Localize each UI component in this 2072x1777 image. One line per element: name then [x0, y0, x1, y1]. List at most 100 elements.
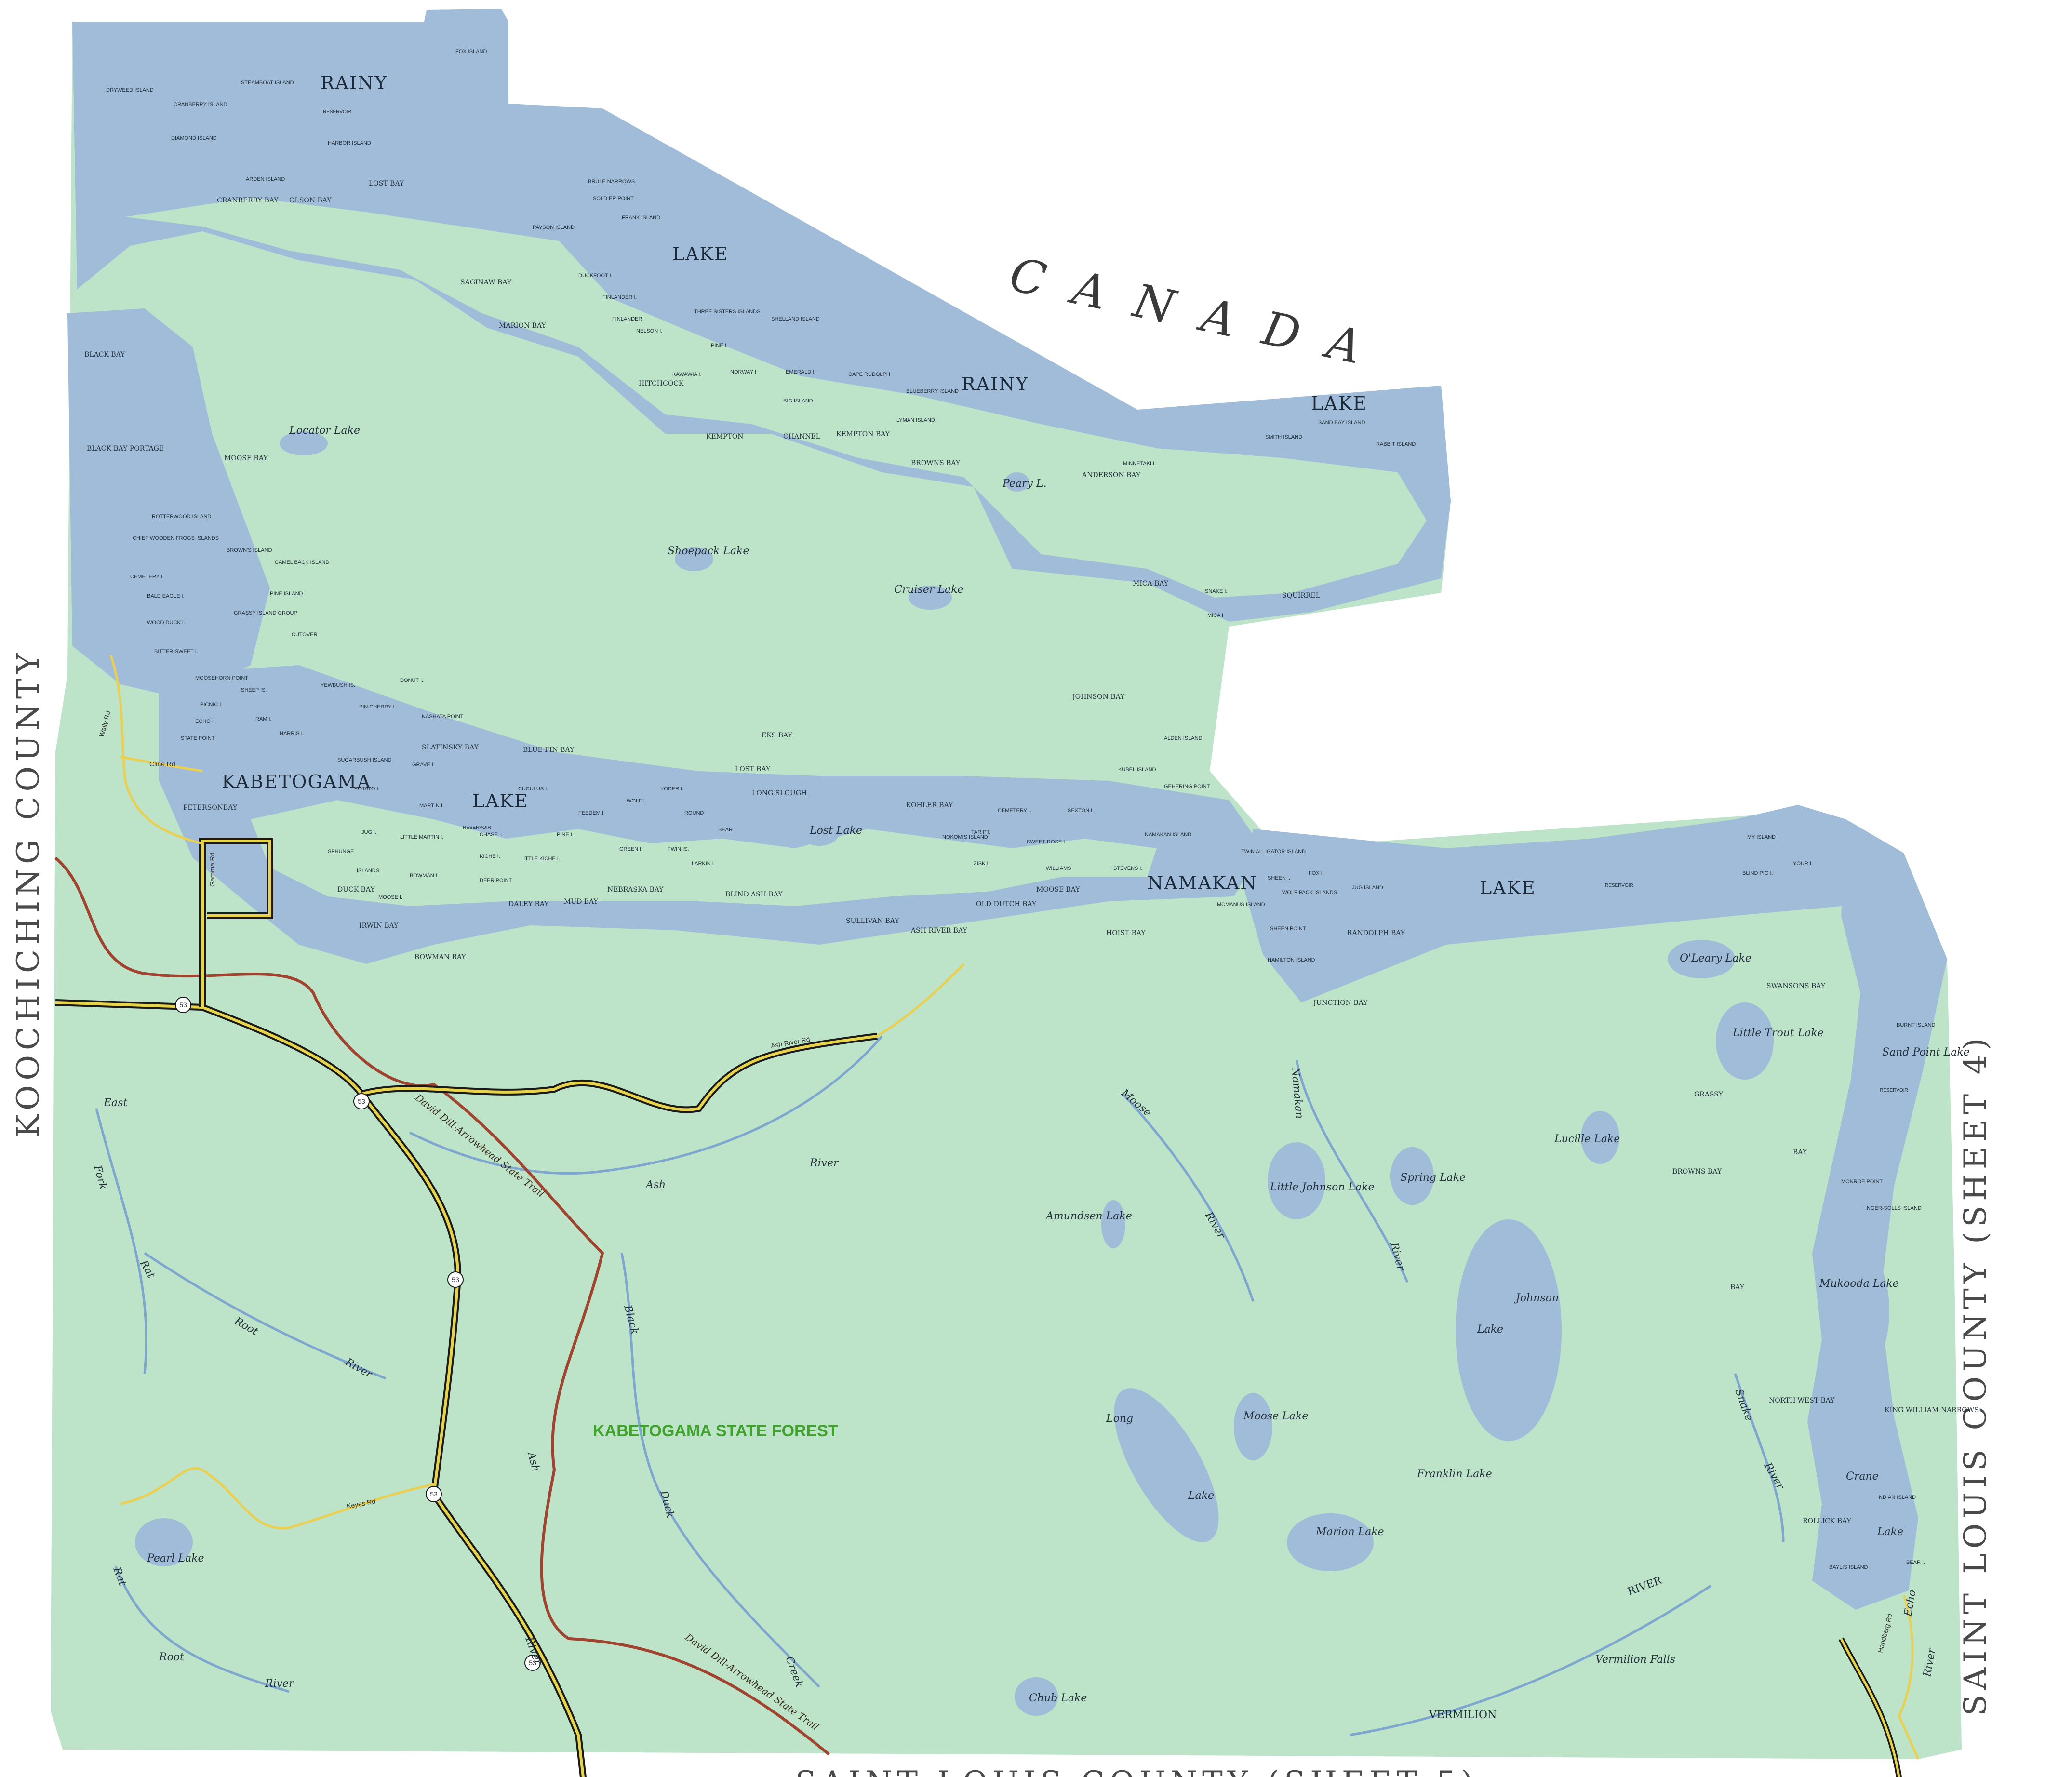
island-label: CAPE RUDOLPH: [848, 372, 890, 377]
island-label: LITTLE KICHE I.: [521, 856, 560, 862]
label-long-lake: Lake: [1188, 1490, 1214, 1502]
label-kabetogama-state-forest: KABETOGAMA STATE FOREST: [593, 1422, 838, 1440]
island-label: FOX ISLAND: [455, 49, 487, 54]
island-label: DUCKFOOT I.: [578, 273, 613, 279]
island-label: TWIN ALLIGATOR ISLAND: [1241, 849, 1306, 855]
island-label: SAND BAY ISLAND: [1318, 420, 1365, 426]
island-label: SHEEP IS.: [241, 687, 267, 693]
label-pearl-lake: Pearl Lake: [147, 1552, 204, 1564]
ash-river-stream: [409, 1035, 883, 1175]
island-label: DEER POINT: [480, 878, 512, 883]
island-label: WILLIAMS: [1046, 866, 1071, 871]
label-saint-louis-bottom: SAINT LOUIS COUNTY (SHEET 5): [795, 1765, 1478, 1777]
island-label: BITTER-SWEET I.: [154, 649, 198, 655]
island-label: CHIEF WOODEN FROGS ISLANDS: [133, 535, 219, 541]
island-label: SWEET-ROSE I.: [1027, 839, 1067, 845]
label-kabetogama-lake: LAKE: [472, 790, 529, 812]
label-franklin-lake: Franklin Lake: [1417, 1468, 1492, 1480]
island-label: ECHO I.: [195, 719, 215, 724]
island-label: BOWMAN I.: [410, 873, 439, 879]
sand-point-lake: [1807, 819, 1947, 1610]
island-label: CEMETERY I.: [998, 808, 1031, 814]
bay-label: GRASSY: [1694, 1091, 1724, 1098]
label-little-johnson-lake: Little Johnson Lake: [1270, 1181, 1375, 1193]
label-rainy-2: RAINY: [962, 374, 1029, 395]
island-label: STEVENS I.: [1113, 866, 1143, 871]
island-label: HARRIS I.: [280, 731, 304, 736]
cruiser-water: [909, 586, 952, 610]
island-label: INDIAN ISLAND: [1877, 1495, 1916, 1500]
label-root-2: Root: [159, 1651, 184, 1663]
shield-53-c: 53: [452, 1276, 459, 1283]
bay-label: PETERSONBAY: [183, 804, 238, 812]
island-label: SHEEN I.: [1268, 875, 1290, 881]
bay-label: LOST BAY: [735, 765, 771, 773]
island-label: ZISK I.: [974, 861, 990, 867]
island-label: BEAR I.: [1906, 1560, 1925, 1565]
island-label: CUTOVER: [292, 632, 318, 638]
island-label: KICHE I.: [480, 854, 500, 859]
bay-label: SULLIVAN BAY: [846, 917, 899, 925]
label-sand-point-lake: Sand Point Lake: [1882, 1046, 1970, 1058]
island-label: LYMAN ISLAND: [896, 417, 935, 423]
bay-label: BLACK BAY PORTAGE: [87, 445, 164, 453]
label-saint-louis-right: SAINT LOUIS COUNTY (SHEET 4): [1958, 1033, 1993, 1716]
bay-label: BAY: [1793, 1149, 1807, 1156]
bay-label: SLATINSKY BAY: [422, 744, 479, 751]
bay-label: DALEY BAY: [508, 900, 549, 908]
peary-water: [1005, 472, 1029, 492]
island-label: ROUND: [684, 810, 704, 816]
bay-label: BLUE FIN BAY: [523, 746, 575, 754]
island-label: NORWAY I.: [730, 369, 758, 375]
island-label: SOLDIER POINT: [593, 196, 634, 201]
island-label: PAYSON ISLAND: [533, 225, 575, 230]
island-label: NASHATA POINT: [422, 714, 464, 720]
label-peary-lake: Peary L.: [1002, 478, 1047, 490]
island-label: INGER-SOLLS ISLAND: [1865, 1205, 1922, 1211]
island-label: CEMETERY I.: [130, 574, 164, 580]
hwy-shields: 53 53 53 53 53: [175, 997, 541, 1671]
island-label: WOLF I.: [627, 798, 646, 804]
island-label: FEEDEM I.: [578, 810, 605, 816]
island-label: GRASSY ISLAND GROUP: [234, 610, 297, 616]
label-mukooda-lake: Mukooda Lake: [1819, 1278, 1899, 1290]
bay-label: NEBRASKA BAY: [607, 886, 664, 894]
mukooda-lake: [1822, 1243, 1889, 1378]
bay-label: SQUIRREL: [1282, 592, 1320, 600]
black-bay: [67, 308, 270, 699]
label-lucille-lake: Lucille Lake: [1554, 1133, 1620, 1145]
island-label: BLIND PIG I.: [1742, 870, 1773, 876]
shield-53-a: 53: [179, 1001, 187, 1009]
island-label: LARKIN I.: [692, 861, 715, 867]
island-label: CUCULUS I.: [518, 786, 548, 792]
island-label: CAMEL BACK ISLAND: [275, 560, 329, 565]
island-label: MOOSE I.: [378, 895, 402, 900]
vermilion-river-stream: [1349, 1584, 1712, 1737]
island-label: PINE I.: [557, 832, 574, 838]
island-label: WOOD DUCK I.: [147, 620, 185, 626]
island-label: GEHERING POINT: [1164, 784, 1210, 789]
island-label: MONROE POINT: [1841, 1179, 1883, 1185]
bay-label: MOOSE BAY: [1036, 886, 1080, 894]
island-label: CRANBERRY ISLAND: [174, 102, 227, 107]
johnson-lake: [1456, 1219, 1562, 1441]
island-label: BROWN'S ISLAND: [227, 548, 272, 553]
root-river-stream: [144, 1252, 386, 1380]
bay-label: ASH RIVER BAY: [910, 927, 968, 935]
rainy-peninsula: [125, 198, 1427, 598]
island-label: RAM I.: [255, 716, 272, 722]
chub-lake-water: [1015, 1677, 1058, 1716]
bay-label: LONG SLOUGH: [752, 789, 807, 797]
label-shoepack-lake: Shoepack Lake: [668, 545, 749, 557]
label-lake-1: LAKE: [672, 243, 729, 265]
label-moose-lake: Moose Lake: [1243, 1410, 1308, 1422]
bay-label: ROLLICK BAY: [1803, 1517, 1852, 1525]
label-crane-lake: Lake: [1877, 1526, 1903, 1538]
bay-label: CHANNEL: [783, 433, 820, 441]
island-label: FOX I.: [1309, 870, 1324, 876]
island-label: FRANK ISLAND: [622, 215, 660, 221]
black-river-stream: [620, 1253, 652, 1470]
island-label: PINE ISLAND: [270, 591, 303, 597]
island-label: STEAMBOAT ISLAND: [241, 80, 294, 86]
